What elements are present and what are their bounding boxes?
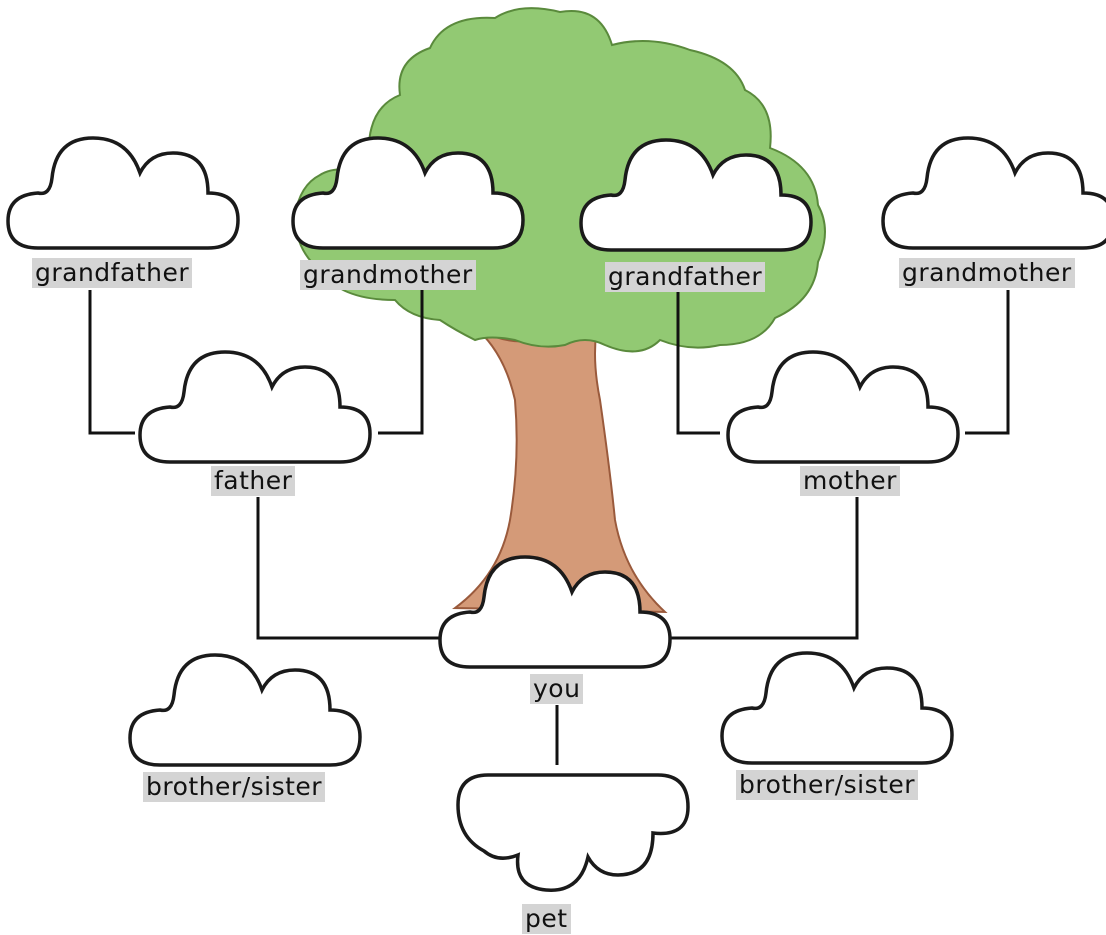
label-you: you	[530, 674, 584, 704]
connector-lines	[88, 290, 1010, 765]
connector-maternal-grandmother	[965, 290, 1010, 435]
label-father: father	[211, 466, 296, 496]
cloud-icon-mother	[726, 350, 960, 464]
connector-paternal-grandfather	[88, 290, 135, 435]
connector-mother-you	[670, 497, 859, 640]
label-maternal-grandmother: grandmother	[899, 258, 1075, 288]
label-pet: pet	[522, 904, 571, 934]
label-paternal-grandmother: grandmother	[300, 260, 476, 290]
cloud-icon-sibling-right	[720, 651, 954, 765]
connector-paternal-grandmother	[378, 290, 424, 435]
cloud-icon-paternal-grandfather	[6, 136, 240, 250]
tree-icon	[293, 7, 826, 614]
cloud-icon-maternal-grandmother	[881, 136, 1106, 250]
cloud-icon-you	[438, 555, 672, 669]
cloud-icon-pet	[456, 773, 690, 892]
cloud-icon-father	[138, 350, 372, 464]
label-maternal-grandfather: grandfather	[605, 262, 766, 292]
connector-maternal-grandfather	[676, 290, 720, 435]
label-sibling-left: brother/sister	[143, 772, 326, 802]
tree-trunk	[452, 313, 668, 614]
connector-father-you	[256, 497, 440, 640]
cloud-icon-sibling-left	[128, 653, 362, 767]
label-mother: mother	[800, 466, 900, 496]
label-paternal-grandfather: grandfather	[32, 258, 193, 288]
label-sibling-right: brother/sister	[736, 770, 919, 800]
